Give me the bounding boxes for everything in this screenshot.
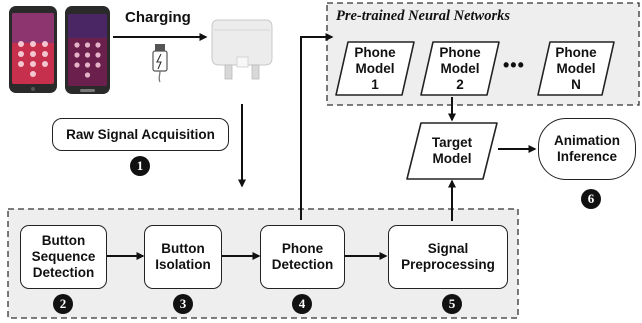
phone-model-label: Phone Model N [555,44,597,92]
phone-model-label: Phone Model 2 [439,44,481,92]
step-number-3: 3 [173,294,193,314]
phone-model-2: Phone Model 2 [419,41,501,96]
signal-preprocessing-box: Signal Preprocessing [388,225,508,289]
target-model-label: Target Model [431,135,473,166]
phone-icon [9,6,57,93]
raw-signal-acquisition-box: Raw Signal Acquisition [52,118,229,151]
phone-model-label: Phone Model 1 [354,44,396,92]
phone-icon [65,6,110,94]
step-number-6: 6 [581,189,601,209]
pretrained-networks-title: Pre-trained Neural Networks [336,8,510,24]
phone-model-1: Phone Model 1 [334,41,416,96]
step-number-5: 5 [442,294,462,314]
step-number-1: 1 [130,156,150,176]
animation-inference-box: Animation Inference [538,118,636,180]
step-number-2: 2 [53,294,73,314]
charger-icon [211,19,273,80]
ellipsis: ••• [503,55,525,75]
step-number-4: 4 [292,294,312,314]
model-selection-arrow [300,33,334,220]
target-model: Target Model [405,122,499,180]
button-isolation-box: Button Isolation [144,225,222,289]
usb-cable-icon [152,44,168,83]
phone-detection-box: Phone Detection [260,225,345,289]
phone-model-n: Phone Model N [536,41,616,96]
button-sequence-detection-box: Button Sequence Detection [20,225,107,289]
charging-label: Charging [125,9,191,26]
